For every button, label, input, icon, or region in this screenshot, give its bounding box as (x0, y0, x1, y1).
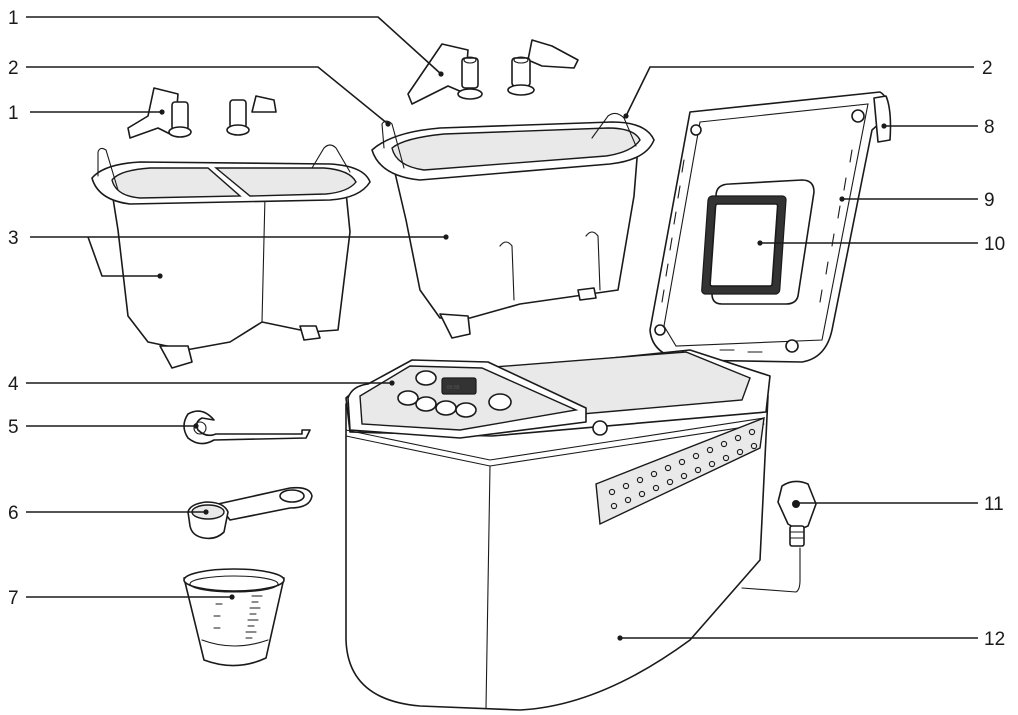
leader-lines (26, 16, 978, 641)
callout-2-right: 2 (982, 58, 993, 79)
callout-4: 4 (8, 374, 19, 395)
callout-5: 5 (8, 417, 19, 438)
callout-8: 8 (984, 117, 995, 138)
callout-12: 12 (984, 629, 1005, 650)
kneading-paddles-top (407, 39, 579, 105)
kneading-paddles-left (127, 87, 277, 139)
double-bread-pan (91, 144, 371, 369)
callout-10: 10 (984, 234, 1005, 255)
callout-3: 3 (8, 228, 19, 249)
callout-11: 11 (984, 494, 1004, 515)
callout-7: 7 (8, 588, 19, 609)
callout-6: 6 (8, 503, 19, 524)
callout-1-left: 1 (8, 103, 19, 124)
callout-1-top: 1 (8, 8, 19, 29)
main-body: 88:88 (345, 349, 771, 711)
measuring-spoon (187, 486, 313, 540)
callout-9: 9 (984, 190, 995, 211)
paddle-hook (183, 410, 311, 445)
measuring-cup (183, 568, 285, 667)
single-bread-pan (371, 112, 655, 339)
power-cord (741, 480, 817, 593)
lid (649, 91, 892, 363)
callout-2-left: 2 (8, 58, 19, 79)
svg-text:88:88: 88:88 (447, 385, 460, 391)
